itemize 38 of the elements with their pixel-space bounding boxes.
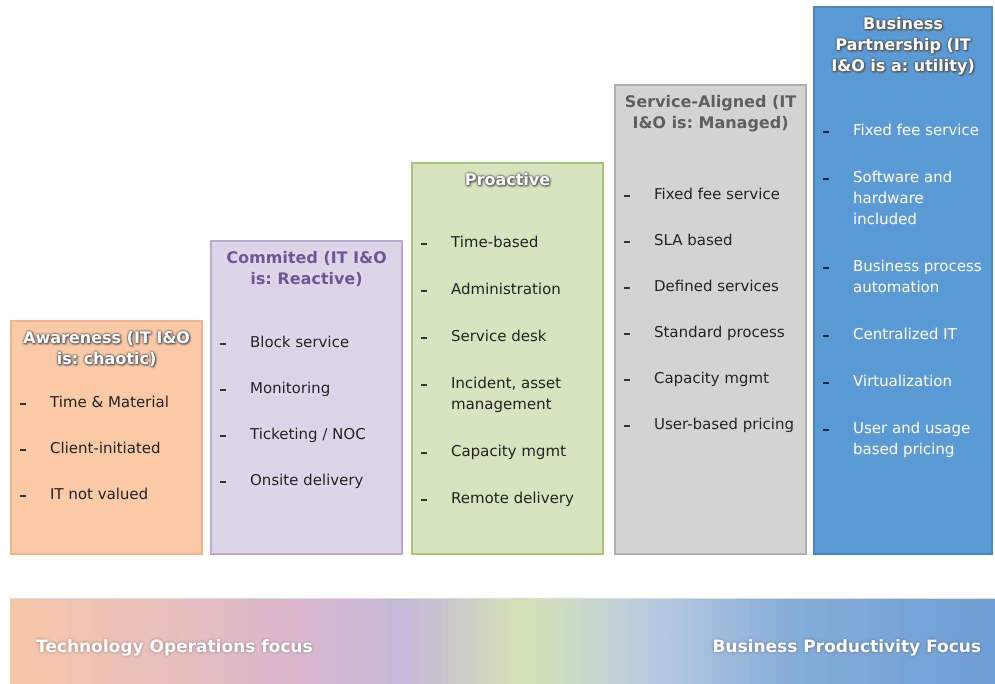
- stage-column: [813, 6, 993, 555]
- stage-item: Centralized IT: [853, 324, 958, 345]
- stage-heading: Proactive: [464, 170, 552, 191]
- stage-item: Time & Material: [50, 392, 170, 413]
- stage-item: SLA based: [654, 230, 734, 251]
- stage-item: Administration: [451, 279, 562, 300]
- stage-item: Client-initiated: [50, 438, 162, 459]
- stage-column: [411, 162, 604, 555]
- stage-item: Monitoring: [250, 378, 332, 399]
- stage-item: Business process automation: [853, 256, 983, 298]
- stage-column: [614, 84, 807, 555]
- stage-item: Capacity mgmt: [451, 441, 567, 462]
- stage-item: Fixed fee service: [853, 120, 980, 141]
- stage-item: Capacity mgmt: [654, 368, 770, 389]
- stage-item: Ticketing / NOC: [250, 424, 367, 445]
- stage-item: Service desk: [451, 326, 548, 347]
- stage-column: [10, 320, 203, 555]
- stage-item: Incident, asset management: [451, 373, 562, 415]
- stage-item: Time-based: [451, 232, 540, 253]
- stage-item: Virtualization: [853, 371, 953, 392]
- band-label: Business Productivity Focus: [712, 637, 981, 657]
- stage-item: Defined services: [654, 276, 780, 297]
- stage-heading: Service-Aligned (IT I&O is: Managed): [624, 92, 798, 134]
- stage-item: Software and hardware included: [853, 167, 954, 230]
- stage-heading: Commited (IT I&O is: Reactive): [225, 248, 388, 290]
- stage-heading: Business Partnership (IT I&O is a: utility): [830, 14, 976, 76]
- stage-item: Standard process: [654, 322, 786, 343]
- stage-item: Block service: [250, 332, 350, 353]
- focus-band: [10, 598, 995, 684]
- stage-heading: Awareness (IT I&O is: chaotic): [22, 328, 191, 370]
- stage-item: User-based pricing: [654, 414, 795, 435]
- stage-item: IT not valued: [50, 484, 150, 505]
- band-label: Technology Operations focus: [36, 637, 313, 657]
- stage-item: Fixed fee service: [654, 184, 781, 205]
- stage-item: User and usage based pricing: [853, 418, 972, 460]
- stage-item: Remote delivery: [451, 488, 575, 509]
- stage-column: [210, 240, 403, 555]
- stage-item: Onsite delivery: [250, 470, 364, 491]
